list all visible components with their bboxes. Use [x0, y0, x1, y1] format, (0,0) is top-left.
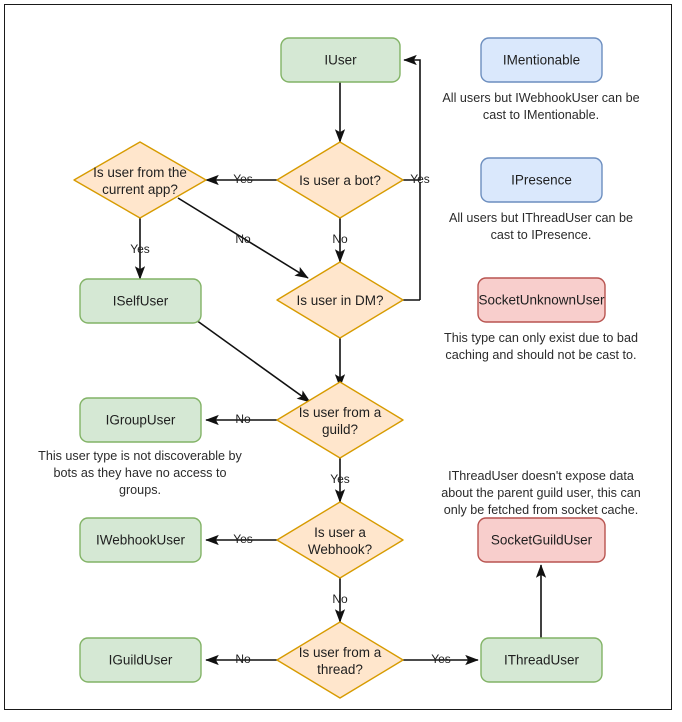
node-label-is-bot: Is user a bot? — [299, 173, 381, 188]
edge-is-guild-no-to-igroupuser: No — [205, 412, 277, 426]
node-is-dm[interactable]: Is user in DM? — [276, 261, 404, 339]
node-is-thread[interactable]: Is user from a thread? — [276, 621, 404, 699]
note-ipresence-line1: All users but IThreadUser can be — [449, 211, 633, 225]
note-ipresence: All users but IThreadUser can be cast to… — [449, 211, 633, 242]
node-label-iguilduser: IGuildUser — [109, 653, 173, 668]
edge-is-webhook-no-to-is-thread: No — [332, 578, 348, 623]
edge-label-webhook-no: No — [332, 592, 348, 606]
note-socketunknownuser-line1: This type can only exist due to bad — [444, 331, 638, 345]
note-socketguilduser-line3: only be fetched from socket cache. — [444, 503, 639, 517]
node-is-guild[interactable]: Is user from a guild? — [276, 381, 404, 459]
note-igroupuser-line2: bots as they have no access to — [54, 466, 227, 480]
edge-label-app-yes-down: Yes — [130, 242, 150, 256]
node-label-igroupuser: IGroupUser — [106, 413, 176, 428]
node-label-is-webhook-line1: Is user a — [314, 525, 366, 540]
note-igroupuser-line1: This user type is not discoverable by — [38, 449, 242, 463]
edge-label-guild-yes: Yes — [330, 472, 350, 486]
node-label-iuser: IUser — [324, 53, 357, 68]
edge-is-bot-no-to-is-dm: No — [332, 218, 348, 263]
node-label-ipresence: IPresence — [511, 173, 572, 188]
node-label-ithreaduser: IThreadUser — [504, 653, 580, 668]
edge-label-bot-yes: Yes — [410, 172, 430, 186]
node-label-iwebhookuser: IWebhookUser — [96, 533, 186, 548]
node-is-bot[interactable]: Is user a bot? — [276, 141, 404, 219]
note-socketguilduser-line2: about the parent guild user, this can — [441, 486, 641, 500]
node-label-is-thread-line1: Is user from a — [299, 645, 382, 660]
note-socketunknownuser-line2: caching and should not be cast to. — [445, 348, 636, 362]
edge-current-app-yes-to-iselfuser: Yes — [130, 218, 150, 280]
edge-is-bot-to-current-app: Yes — [205, 172, 277, 186]
note-imentionable: All users but IWebhookUser can be cast t… — [442, 91, 639, 122]
edge-label-guild-no: No — [235, 412, 251, 426]
note-imentionable-line2: cast to IMentionable. — [483, 108, 599, 122]
node-label-socketunknownuser: SocketUnknownUser — [478, 293, 605, 308]
node-ipresence[interactable]: IPresence — [480, 157, 603, 203]
node-label-is-guild-line2: guild? — [322, 422, 358, 437]
edge-label-app-no: No — [235, 232, 251, 246]
note-socketguilduser: IThreadUser doesn't expose data about th… — [441, 469, 641, 517]
note-socketunknownuser: This type can only exist due to bad cach… — [444, 331, 638, 362]
node-label-is-webhook-line2: Webhook? — [308, 542, 372, 557]
node-is-current-app[interactable]: Is user from the current app? — [73, 141, 207, 219]
node-imentionable[interactable]: IMentionable — [480, 37, 603, 83]
node-label-socketguilduser: SocketGuildUser — [491, 533, 593, 548]
edge-is-thread-no-to-iguilduser: No — [205, 652, 277, 666]
note-socketguilduser-line1: IThreadUser doesn't expose data — [448, 469, 634, 483]
diagram-frame — [4, 4, 672, 710]
note-imentionable-line1: All users but IWebhookUser can be — [442, 91, 639, 105]
note-ipresence-line2: cast to IPresence. — [491, 228, 592, 242]
edge-label-bot-no: No — [332, 232, 348, 246]
note-igroupuser: This user type is not discoverable by bo… — [38, 449, 242, 497]
note-igroupuser-line3: groups. — [119, 483, 161, 497]
node-label-is-guild-line1: Is user from a — [299, 405, 382, 420]
edge-is-thread-yes-to-ithreaduser: Yes — [403, 652, 479, 666]
edge-label-current-app-yes: Yes — [233, 172, 253, 186]
node-socketunknownuser[interactable]: SocketUnknownUser — [477, 277, 606, 323]
edge-label-thread-no: No — [235, 652, 251, 666]
edge-is-webhook-yes-to-iwebhookuser: Yes — [205, 532, 277, 546]
node-iguilduser[interactable]: IGuildUser — [79, 637, 202, 683]
edge-label-webhook-yes: Yes — [233, 532, 253, 546]
edge-is-dm-yes-to-iuser — [403, 182, 421, 301]
edge-is-bot-yes-to-iuser: Yes — [403, 54, 430, 186]
edge-is-guild-yes-to-is-webhook: Yes — [330, 458, 350, 503]
node-label-is-dm: Is user in DM? — [296, 293, 383, 308]
node-label-is-current-app-line1: Is user from the — [93, 165, 187, 180]
node-iuser[interactable]: IUser — [280, 37, 401, 83]
node-socketguilduser[interactable]: SocketGuildUser — [477, 517, 606, 563]
node-label-imentionable: IMentionable — [503, 53, 580, 68]
node-label-is-thread-line2: thread? — [317, 662, 363, 677]
node-label-iselfuser: ISelfUser — [113, 294, 169, 309]
node-iselfuser[interactable]: ISelfUser — [79, 278, 202, 324]
edge-current-app-no-to-is-dm: No — [177, 197, 309, 279]
node-igroupuser[interactable]: IGroupUser — [79, 397, 202, 443]
node-iwebhookuser[interactable]: IWebhookUser — [79, 517, 202, 563]
node-label-is-current-app-line2: current app? — [102, 182, 178, 197]
edge-iselfuser-to-is-guild — [195, 319, 311, 403]
node-is-webhook[interactable]: Is user a Webhook? — [276, 501, 404, 579]
node-ithreaduser[interactable]: IThreadUser — [480, 637, 603, 683]
edge-label-thread-yes: Yes — [431, 652, 451, 666]
